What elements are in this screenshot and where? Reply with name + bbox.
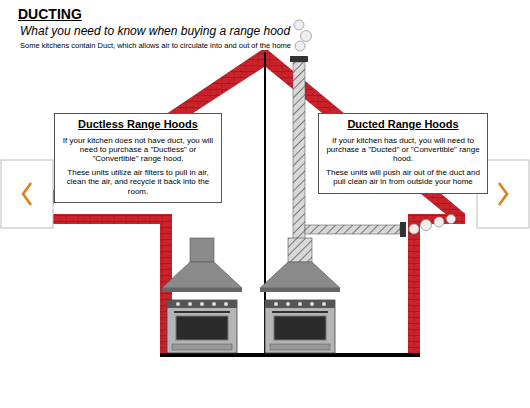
duct-cap xyxy=(290,56,308,62)
range-panel xyxy=(265,300,335,308)
prev-chevron xyxy=(23,183,31,205)
intro-note: Some kitchens contain Duct, which allows… xyxy=(18,41,293,50)
prev-button xyxy=(1,160,53,228)
hood-rim xyxy=(260,288,340,292)
range-body xyxy=(265,300,335,353)
range-body xyxy=(167,300,237,353)
box-body: These units will push air out of the duc… xyxy=(325,168,481,186)
oven-window xyxy=(274,316,326,340)
range-knob xyxy=(274,302,278,306)
box-body: If your kitchen does not have duct, you … xyxy=(61,136,215,164)
info-box: Ductless Range Hoods If your kitchen does… xyxy=(54,113,222,203)
hood-canopy xyxy=(162,262,242,288)
range-knob xyxy=(310,302,314,306)
range-panel xyxy=(167,300,237,308)
range-knob xyxy=(322,302,326,306)
duct-pipe xyxy=(293,62,305,240)
subtitle: What you need to know when buying a rang… xyxy=(18,24,292,38)
duct-cap xyxy=(400,222,406,237)
range-knob xyxy=(298,302,302,306)
drawer xyxy=(270,344,330,350)
hood-chimney xyxy=(288,238,312,262)
range-knob xyxy=(212,302,216,306)
oven-window xyxy=(176,316,228,340)
range-knob xyxy=(176,302,180,306)
range-handle xyxy=(272,311,328,313)
wall xyxy=(408,214,420,357)
hood-canopy xyxy=(260,262,340,288)
range-knob xyxy=(224,302,228,306)
title: DUCTING xyxy=(18,6,82,22)
range-handle xyxy=(174,311,230,313)
range-knob xyxy=(286,302,290,306)
box-heading: Ductless Range Hoods xyxy=(61,118,215,131)
hood-rim xyxy=(162,288,242,292)
drawer xyxy=(172,344,232,350)
box-heading: Ducted Range Hoods xyxy=(325,118,481,131)
range-knob xyxy=(200,302,204,306)
box-body: These units utilize air filters to pull … xyxy=(61,168,215,196)
info-box: Ducted Range Hoods If your kitchen has du… xyxy=(318,113,488,194)
box-body: If your kitchen has duct, you will need … xyxy=(325,136,481,164)
duct-pipe xyxy=(305,225,400,234)
floor xyxy=(160,353,420,357)
hood-chimney xyxy=(190,238,214,262)
range-knob xyxy=(188,302,192,306)
next-chevron xyxy=(499,183,507,205)
